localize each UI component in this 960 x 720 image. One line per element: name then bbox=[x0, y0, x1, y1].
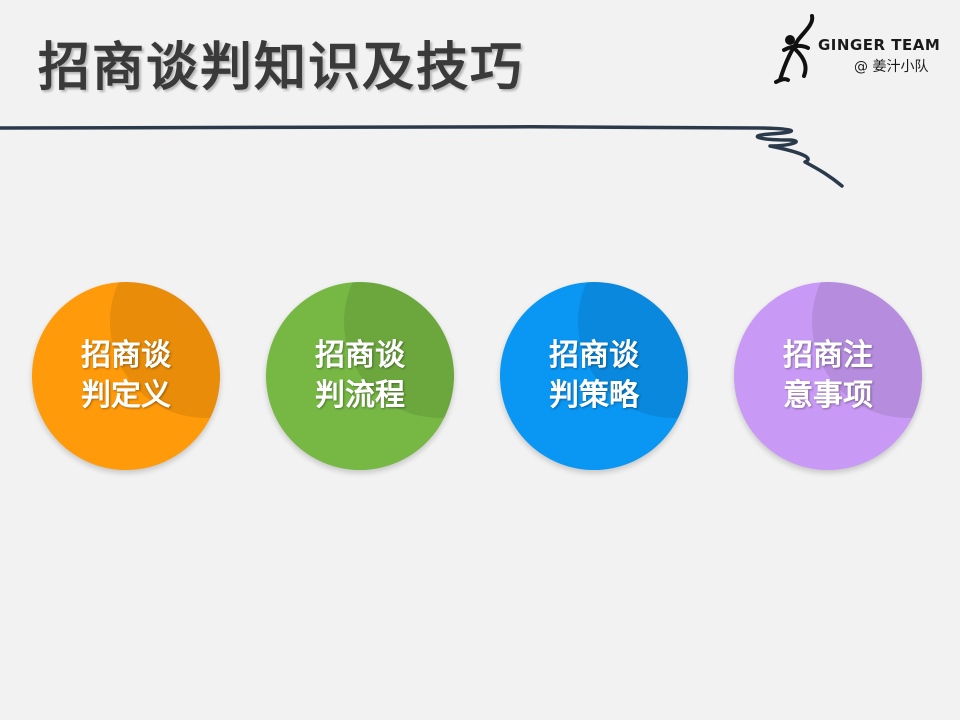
topic-circle-strategy[interactable]: 招商谈 判策略 bbox=[500, 282, 688, 470]
page-title: 招商谈判知识及技巧 bbox=[38, 38, 525, 98]
ginger-team-logo: GINGER TEAM @ 姜汁小队 bbox=[774, 10, 950, 90]
topic-label: 招商谈 判定义 bbox=[32, 282, 220, 470]
topic-circle-definition[interactable]: 招商谈 判定义 bbox=[32, 282, 220, 470]
topic-label: 招商谈 判策略 bbox=[500, 282, 688, 470]
topic-label: 招商谈 判流程 bbox=[266, 282, 454, 470]
topic-label-line2: 判策略 bbox=[549, 378, 639, 413]
topic-circle-process[interactable]: 招商谈 判流程 bbox=[266, 282, 454, 470]
topic-label-line1: 招商谈 bbox=[549, 338, 639, 373]
topic-label-line1: 招商注 bbox=[783, 338, 873, 373]
topic-label-line1: 招商谈 bbox=[315, 338, 405, 373]
topic-label-line2: 判流程 bbox=[315, 378, 405, 413]
topic-label-line1: 招商谈 bbox=[81, 338, 171, 373]
topic-label-line2: 意事项 bbox=[783, 378, 873, 413]
topic-label-line2: 判定义 bbox=[81, 378, 171, 413]
topic-circle-notes[interactable]: 招商注 意事项 bbox=[734, 282, 922, 470]
logo-brand-text: GINGER TEAM bbox=[818, 36, 941, 54]
ginger-figure-icon bbox=[774, 14, 815, 84]
logo-handle-text: @ 姜汁小队 bbox=[854, 59, 929, 75]
title-underline bbox=[0, 124, 844, 188]
topic-label: 招商注 意事项 bbox=[734, 282, 922, 470]
